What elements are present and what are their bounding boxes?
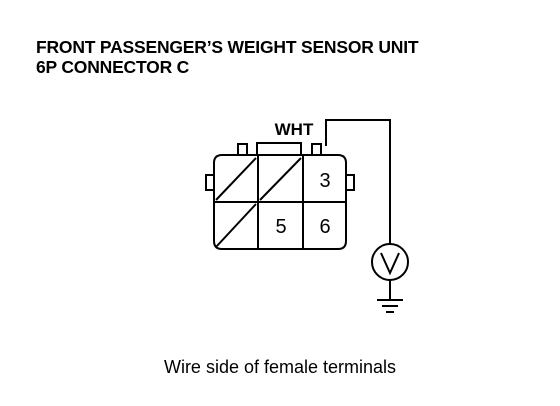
terminal-3-label: 3 — [319, 170, 330, 192]
wire-color-label: WHT — [275, 120, 314, 139]
title-line-1: FRONT PASSENGER’S WEIGHT SENSOR UNIT — [36, 37, 419, 57]
cavity-4-diagonal — [215, 203, 257, 248]
terminal-6-label: 6 — [319, 216, 330, 238]
blank-cavities — [215, 157, 302, 248]
diagram-caption: Wire side of female terminals — [163, 357, 397, 377]
cavity-2-diagonal — [259, 157, 302, 201]
terminal-5-label: 5 — [275, 216, 286, 238]
connector-body — [205, 142, 355, 250]
diagram-title: FRONT PASSENGER’S WEIGHT SENSOR UNIT 6P … — [36, 37, 419, 77]
title-line-2: 6P CONNECTOR C — [36, 57, 190, 77]
voltmeter-icon — [371, 243, 409, 281]
cavity-1-diagonal — [215, 157, 257, 201]
ground-icon — [377, 280, 403, 313]
probe-wire — [325, 119, 391, 244]
